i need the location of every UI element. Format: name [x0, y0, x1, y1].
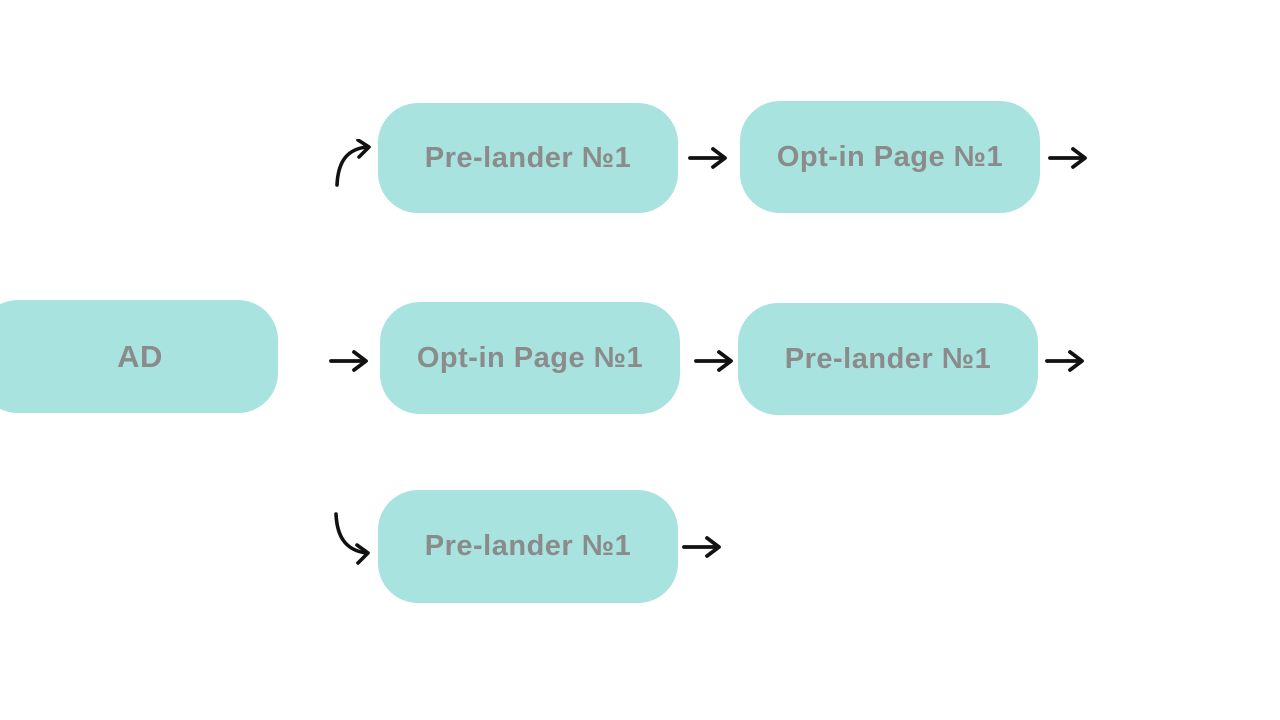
right-arrow-icon	[682, 535, 728, 559]
right-arrow-icon	[1045, 349, 1091, 373]
right-arrow-icon	[694, 349, 740, 373]
curve-down-right-arrow-icon	[329, 512, 373, 566]
flow-node-label: Opt-in Page №1	[416, 341, 644, 374]
flow-node-pre-lander-row3: Pre-lander №1	[378, 490, 678, 603]
right-arrow-icon	[1048, 146, 1094, 170]
right-arrow-icon	[688, 146, 734, 170]
flow-node-label: Opt-in Page №1	[776, 140, 1004, 173]
right-arrow-icon	[329, 349, 375, 373]
flow-node-opt-in-row1: Opt-in Page №1	[740, 101, 1040, 213]
curve-up-right-arrow-icon	[332, 139, 374, 187]
flow-node-label: AD	[117, 338, 163, 374]
flow-node-label: Pre-lander №1	[424, 141, 632, 174]
flow-node-label: Pre-lander №1	[424, 530, 632, 562]
flow-node-opt-in-row2: Opt-in Page №1	[380, 302, 680, 414]
flow-node-label: Pre-lander №1	[784, 342, 992, 375]
flow-node-pre-lander-row2: Pre-lander №1	[738, 303, 1038, 415]
flow-node-ad: AD	[0, 300, 278, 413]
flow-node-pre-lander-row1: Pre-lander №1	[378, 103, 678, 213]
